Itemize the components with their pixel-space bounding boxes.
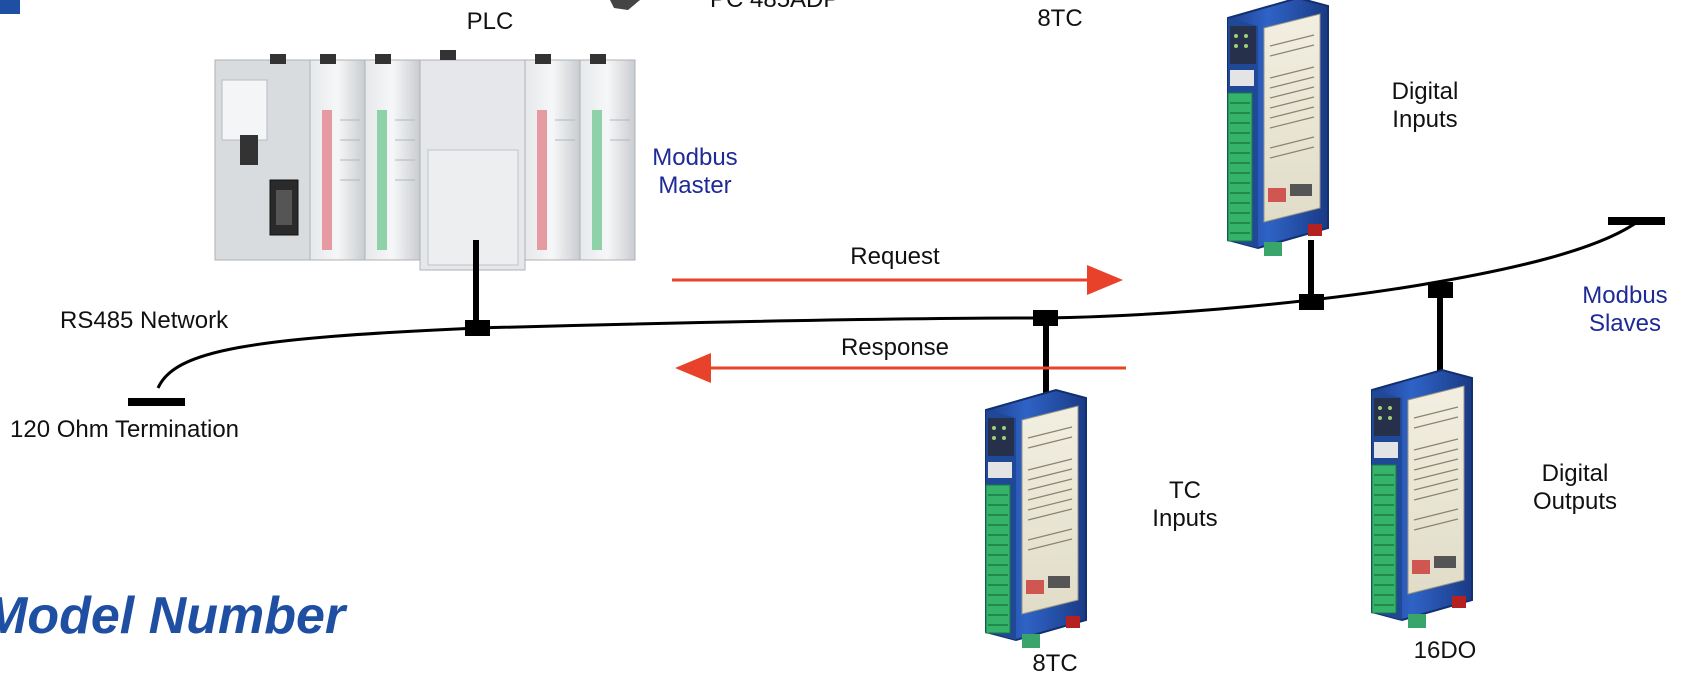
model-number-heading: Model Number — [0, 587, 346, 645]
tc-model-label: 8TC — [1032, 650, 1078, 677]
top-slave-model-label: 8TC — [1037, 5, 1083, 32]
modbus-master-label: Modbus Master — [652, 144, 738, 200]
di-drop — [1299, 240, 1324, 310]
digital-inputs-label: Digital Inputs — [1391, 78, 1459, 134]
digital-inputs-module-image — [1227, 0, 1329, 257]
heading-fragment-top — [0, 0, 20, 14]
adapter-icon-fragment — [610, 0, 640, 10]
tc-inputs-label: TC Inputs — [1152, 477, 1218, 533]
tc-inputs-module-image — [985, 389, 1087, 649]
digital-outputs-module-image — [1371, 369, 1473, 629]
request-label: Request — [850, 243, 940, 270]
plc-label: PLC — [466, 8, 514, 35]
termination-right — [1608, 217, 1665, 225]
modbus-slaves-label: Modbus Slaves — [1582, 282, 1668, 338]
do-model-label: 16DO — [1413, 637, 1477, 664]
digital-outputs-label: Digital Outputs — [1532, 460, 1618, 516]
termination-left — [128, 398, 185, 406]
top-fragment-text: PC 485ADP — [710, 0, 839, 14]
termination-label: 120 Ohm Termination — [10, 416, 240, 443]
rs485-bus-line — [156, 218, 1641, 389]
plc-rack-image — [214, 50, 636, 271]
rs485-network-label: RS485 Network — [60, 307, 229, 334]
response-label: Response — [840, 334, 950, 361]
plc-drop — [465, 240, 490, 336]
